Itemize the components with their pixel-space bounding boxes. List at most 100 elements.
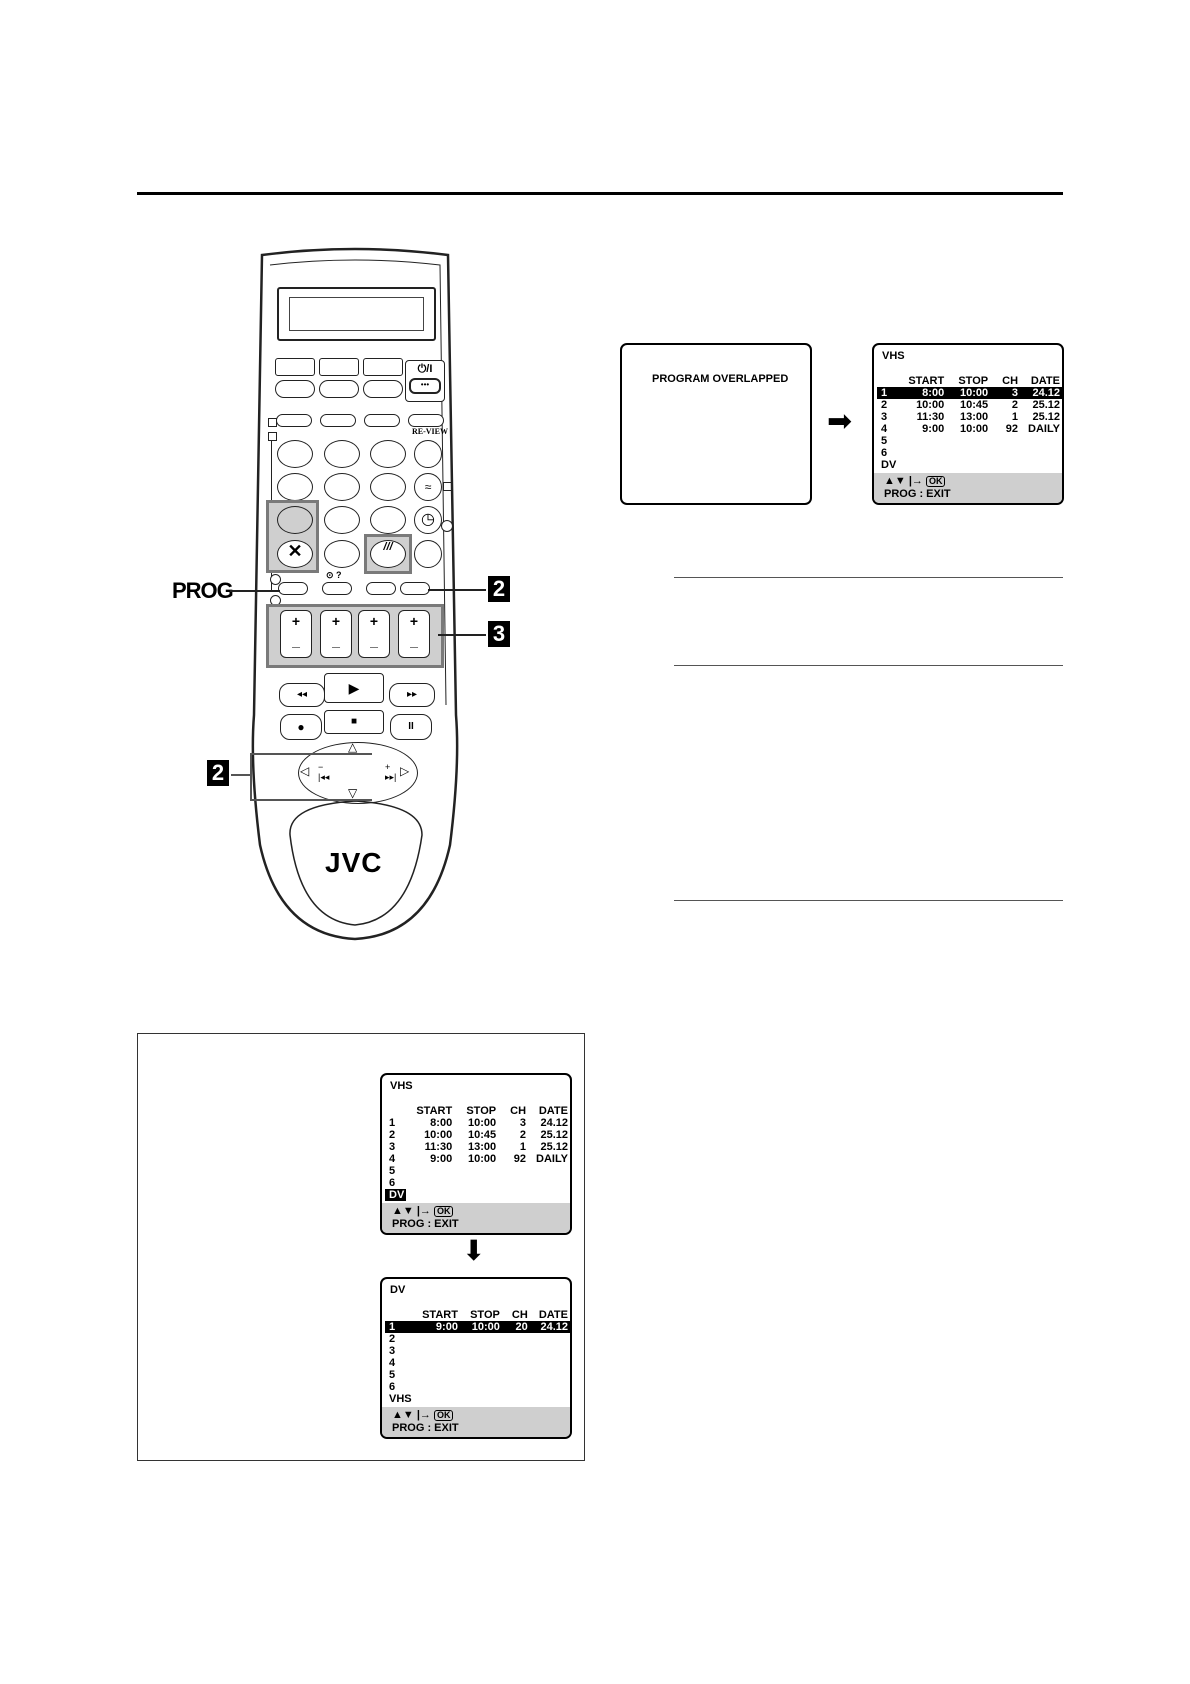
signal-icon: ≈ bbox=[424, 480, 432, 494]
small-button-1[interactable] bbox=[276, 414, 312, 427]
navigation-pad[interactable] bbox=[298, 742, 418, 804]
number-button-3[interactable] bbox=[370, 440, 406, 468]
ok-icon: /// bbox=[383, 541, 393, 553]
step2-bracket bbox=[250, 753, 372, 801]
number-button-6[interactable] bbox=[370, 473, 406, 501]
mode-button-2[interactable] bbox=[319, 380, 359, 398]
play-button[interactable]: ▶ bbox=[324, 673, 384, 703]
small-square-2 bbox=[268, 432, 277, 441]
nav-plus-label: +▸▸| bbox=[385, 762, 397, 782]
prog-label: PROG bbox=[172, 578, 234, 603]
function-button-3[interactable] bbox=[363, 358, 403, 376]
small-square-1 bbox=[268, 418, 277, 427]
plus-minus-3[interactable]: +_ bbox=[358, 610, 390, 658]
record-button[interactable]: ● bbox=[280, 714, 322, 740]
number-button-8[interactable] bbox=[324, 506, 360, 534]
note-box bbox=[137, 1033, 585, 1461]
small-button-3[interactable] bbox=[364, 414, 400, 427]
nav-minus-label: −|◂◂ bbox=[318, 762, 330, 782]
number-button-0[interactable] bbox=[324, 540, 360, 568]
step-2-badge-bottom: 2 bbox=[207, 760, 229, 786]
osd-mode-label: VHS bbox=[390, 1080, 413, 1092]
osd-mode-label: VHS bbox=[882, 350, 905, 362]
cancel-button[interactable]: ✕ bbox=[277, 540, 313, 568]
number-button-1[interactable] bbox=[277, 440, 313, 468]
program-row-selected[interactable]: DV bbox=[385, 1189, 570, 1201]
nav-left-icon[interactable]: ◁ bbox=[300, 764, 310, 778]
small-button-4[interactable] bbox=[408, 414, 444, 427]
mode-button-1[interactable] bbox=[275, 380, 315, 398]
number-button-9[interactable] bbox=[370, 506, 406, 534]
nav-up-icon[interactable]: △ bbox=[348, 740, 358, 754]
divider-3 bbox=[674, 900, 1063, 901]
record-icon: ● bbox=[297, 720, 305, 734]
number-button-2[interactable] bbox=[324, 440, 360, 468]
stop-icon: ■ bbox=[350, 716, 358, 727]
pause-button[interactable]: II bbox=[390, 714, 432, 740]
plus-minus-2[interactable]: +_ bbox=[320, 610, 352, 658]
stop-button[interactable]: ■ bbox=[324, 710, 384, 734]
mode-button-3[interactable] bbox=[363, 380, 403, 398]
header-rule bbox=[137, 192, 1063, 195]
review-button[interactable] bbox=[414, 440, 442, 468]
nav-right-icon[interactable]: ▷ bbox=[400, 764, 410, 778]
number-button-4[interactable] bbox=[277, 473, 313, 501]
function-button-1[interactable] bbox=[275, 358, 315, 376]
brand-logo: JVC bbox=[325, 847, 383, 878]
plus-minus-1[interactable]: +_ bbox=[280, 610, 312, 658]
nav-down-icon[interactable]: ▽ bbox=[348, 786, 358, 800]
number-button-7[interactable] bbox=[277, 506, 313, 534]
circle-indicator-1 bbox=[270, 574, 281, 585]
osd-mode-label: DV bbox=[390, 1284, 406, 1296]
arrow-down-icon: ⬇ bbox=[462, 1235, 486, 1266]
wifi-button[interactable]: ≈ bbox=[414, 473, 442, 501]
play-icon: ▶ bbox=[348, 680, 360, 696]
prog-callout-line bbox=[230, 590, 280, 592]
fast-forward-button[interactable]: ▸▸ bbox=[389, 683, 435, 707]
cancel-prog-button[interactable] bbox=[400, 582, 430, 595]
skip-button[interactable] bbox=[366, 582, 396, 595]
power-icon: ⏻/I bbox=[417, 363, 433, 375]
fast-forward-icon: ▸▸ bbox=[406, 689, 418, 700]
rewind-button[interactable]: ◂◂ bbox=[279, 683, 325, 707]
extra-button[interactable] bbox=[414, 540, 442, 568]
clock-icon: ◷ bbox=[421, 511, 435, 528]
close-icon: ✕ bbox=[287, 541, 303, 561]
osd-footer: ▲▼ |→ OK PROG : EXIT bbox=[382, 1407, 570, 1437]
info-button[interactable] bbox=[322, 582, 352, 595]
remote-display-window bbox=[277, 287, 436, 341]
ok-button[interactable]: /// bbox=[370, 540, 406, 568]
osd-footer: ▲▼ |→ OK PROG : EXIT bbox=[874, 473, 1062, 503]
help-icon: ⊙ ? bbox=[326, 570, 342, 580]
osd-overlap-screen: PROGRAM OVERLAPPED bbox=[620, 343, 812, 505]
step3-callout-line bbox=[438, 634, 486, 636]
divider-2 bbox=[674, 665, 1063, 666]
number-button-5[interactable] bbox=[324, 473, 360, 501]
arrow-right-icon: ➡ bbox=[827, 405, 853, 438]
power-button[interactable]: ⏻/I ••• bbox=[405, 360, 445, 402]
small-square-3 bbox=[443, 482, 452, 491]
small-button-2[interactable] bbox=[320, 414, 356, 427]
prog-button[interactable] bbox=[278, 582, 308, 595]
plus-minus-4[interactable]: +_ bbox=[398, 610, 430, 658]
small-round-button[interactable] bbox=[441, 520, 453, 532]
function-button-2[interactable] bbox=[319, 358, 359, 376]
review-label: RE-VIEW bbox=[412, 427, 449, 436]
pause-icon: II bbox=[408, 721, 414, 732]
timer-button[interactable]: ◷ bbox=[414, 506, 442, 534]
step2-callout-line bbox=[428, 589, 486, 591]
